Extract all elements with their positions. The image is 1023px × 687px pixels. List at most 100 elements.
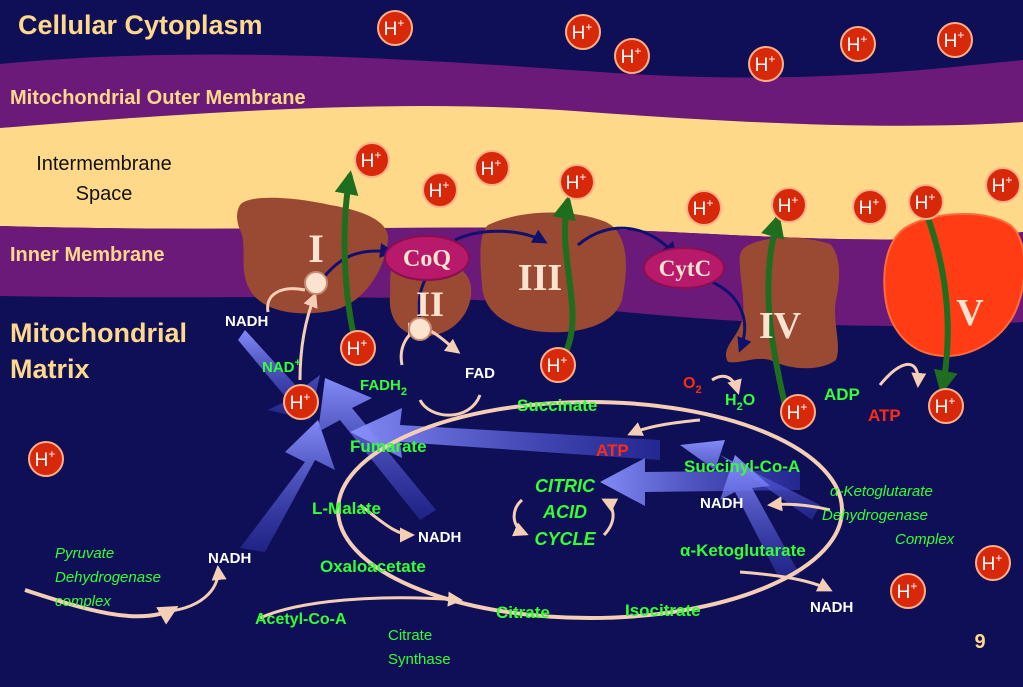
complex-v-shape [883,212,1023,357]
o2-subscript: 2 [695,384,701,396]
proton-circle [422,172,458,208]
proton-circle [771,187,807,223]
label-isocitrate: Isocitrate [625,601,701,620]
cycle-center-line3: CYCLE [534,529,596,549]
label-nadh-1: NADH [225,313,268,330]
arrow-cytc-to-iv [711,280,752,353]
proton-label: H+ [935,394,956,418]
proton-circle [28,441,64,477]
proton-badge: H+ [840,26,876,62]
h2o-subscript: 2 [737,401,743,413]
proton-badge: H+ [28,441,64,477]
coq-carrier [384,235,470,281]
proton-label: H+ [992,173,1013,197]
proton-badge: H+ [614,38,650,74]
proton-label: H+ [982,551,1003,575]
proton-circle [908,184,944,220]
proton-badge: H+ [340,330,376,366]
proton-label: H+ [621,44,642,68]
fadh-subscript: 2 [401,386,407,398]
outer-membrane [0,54,1023,128]
proton-label: H+ [35,447,56,471]
nad-superscript: + [295,357,301,369]
flow-arrow-atp [600,458,800,506]
cycle-center-line1: CITRIC [535,476,596,496]
akgdh-line2: Dehydrogenase [822,507,928,524]
proton-circle [780,394,816,430]
proton-label: H+ [361,148,382,172]
proton-label: H+ [778,193,799,217]
proton-badge: H+ [852,189,888,225]
arrow-akg-nadh [767,496,831,512]
proton-badge: H+ [928,388,964,424]
proton-badge: H+ [283,384,319,420]
proton-circle [748,46,784,82]
proton-circle [474,150,510,186]
proton-badge: H+ [748,46,784,82]
proton-label: H+ [859,195,880,219]
proton-pump-arrow-v [925,216,958,395]
proton-badge: H+ [422,172,458,208]
proton-label: H+ [566,170,587,194]
label-inner-membrane: Inner Membrane [10,244,164,266]
flow-arrow-bottom-right [720,455,800,580]
flow-arrow-right [680,440,820,520]
label-nadh-malate: NADH [418,529,461,546]
label-nadh-isocitrate: NADH [810,599,853,616]
nad-base: NAD [262,359,295,376]
arrow-cycle-center-left [512,498,529,537]
arrow-coq-to-iii [454,229,548,244]
arrow-to-nadh-pdh [159,565,227,614]
proton-circle [985,167,1021,203]
label-matrix-1: Mitochondrial [10,318,187,348]
arrow-nad-curve [266,287,306,313]
proton-label: H+ [572,20,593,44]
label-fadh2: FADH2 [360,377,407,398]
arrow-cycle-center-right [601,498,619,537]
pdh-line1: Pyruvate [55,545,114,562]
arrow-isocitrate-nadh [739,570,833,592]
pdh-line3: complex [55,593,111,610]
label-coq: CoQ [403,246,451,272]
cs-line1: Citrate [388,627,432,644]
proton-circle [928,388,964,424]
label-citrate: Citrate [496,603,550,622]
proton-circle [890,573,926,609]
proton-badge: H+ [985,167,1021,203]
label-outer-membrane: Mitochondrial Outer Membrane [10,87,306,109]
proton-badge: H+ [474,150,510,186]
flow-arrow-malate [318,378,436,520]
proton-circle [686,190,722,226]
label-intermembrane-2: Space [76,183,133,205]
arrow-cycle-atp [627,418,701,436]
proton-circle [852,189,888,225]
label-cytoplasm: Cellular Cytoplasm [18,10,263,40]
h2o-h: H [725,392,737,409]
fadh-base: FADH [360,377,401,394]
label-oxaloacetate: Oxaloacetate [320,557,426,576]
proton-circle [614,38,650,74]
label-o2: O2 [683,375,702,396]
label-matrix-2: Matrix [10,354,90,384]
proton-pump-arrow-iv [761,213,788,406]
page-number: 9 [974,631,985,653]
proton-circle [354,142,390,178]
proton-label: H+ [481,156,502,180]
proton-badge: H+ [354,142,390,178]
proton-circle [340,330,376,366]
proton-badge: H+ [686,190,722,226]
fad-site-ii [408,317,432,341]
label-fad: FAD [465,365,495,382]
label-intermembrane-1: Intermembrane [36,153,172,175]
proton-badge: H+ [975,545,1011,581]
akgdh-alpha: α [830,483,839,500]
complex-i-shape [237,197,389,314]
label-complex-i: I [308,226,324,271]
akgdh-line1-text: -Ketoglutarate [839,483,933,500]
arrow-fadh-to-fad [418,394,482,417]
label-fumarate: Fumarate [350,437,427,456]
h2o-o: O [743,392,755,409]
flow-arrow-left [240,420,335,552]
